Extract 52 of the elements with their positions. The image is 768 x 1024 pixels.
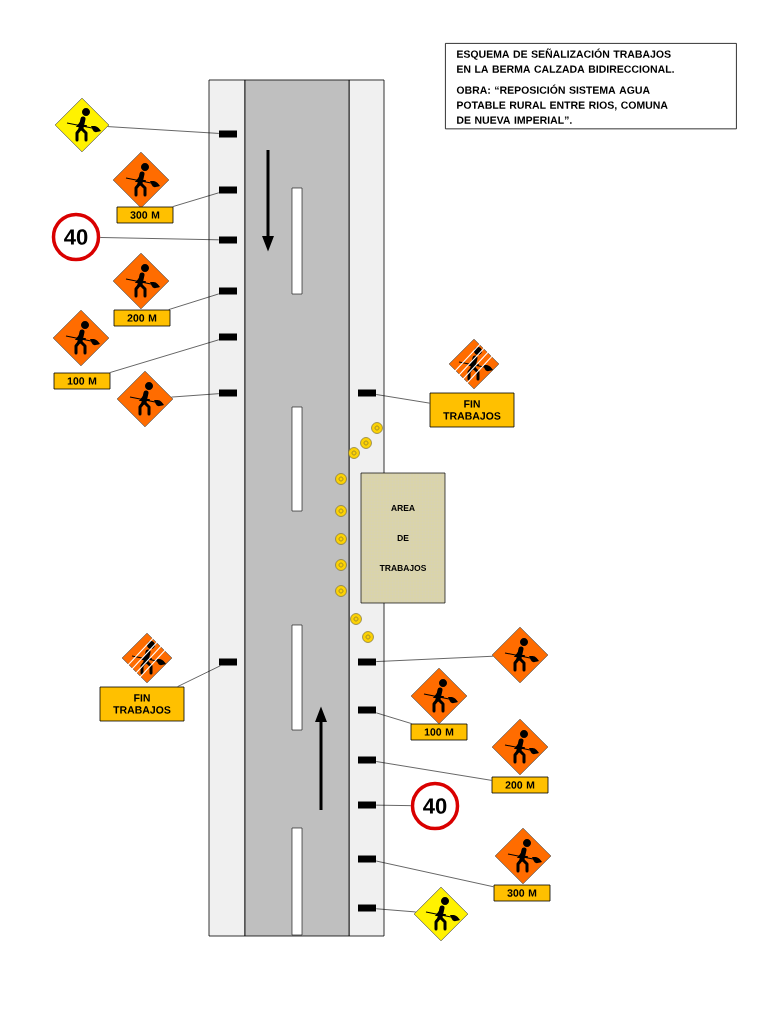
road-sign [494,827,552,885]
leader-line [375,712,412,724]
title-box: ESQUEMA DE SEÑALIZACIÓN TRABAJOS EN LA BERMA CALZADA BIDIRECCIONAL. OBRA: “REPOSICIÓN SISTEMA AGUA POTABLE RURAL ENTRE RIOS, COMUNA DE NUEVA IMPERIAL”. [445,43,737,130]
sign-post-marker [219,130,237,138]
leader-line [375,394,430,404]
road-sign [112,252,170,310]
distance-plate: FIN TRABAJOS [99,686,185,722]
distance-plate: 200 M [113,309,171,327]
sign-post-marker [219,186,237,194]
sign-post-marker [219,287,237,295]
leader-line [109,339,220,373]
distance-plate: 100 M [410,723,468,741]
leader-line [172,192,220,207]
distance-plate: 300 M [116,206,174,224]
road-sign [112,151,170,209]
distance-plate: 100 M [53,372,111,390]
road-sign [116,370,174,428]
sign-post-marker [219,333,237,341]
speed-limit-sign: 40 [51,212,101,262]
road-sign [413,886,469,942]
road-sign [52,309,110,367]
road-sign [410,667,468,725]
sign-post-marker [358,658,376,666]
leader-line [375,804,412,806]
road-sign [54,97,110,153]
road-sign [121,632,173,684]
leader-line [107,126,220,134]
leader-line [375,655,494,662]
road-sign [491,626,549,684]
leader-line [177,665,221,687]
leader-line [375,860,494,888]
distance-plate: FIN TRABAJOS [429,392,515,428]
leader-line [375,908,416,913]
sign-post-marker [358,904,376,912]
road-sign [491,718,549,776]
sign-post-marker [358,756,376,764]
leader-line [171,393,220,398]
leader-line [99,237,220,241]
sign-post-marker [358,855,376,863]
sign-post-marker [219,236,237,244]
sign-post-marker [219,658,237,666]
sign-post-marker [358,706,376,714]
road-sign [448,338,500,390]
sign-post-marker [358,801,376,809]
sign-post-marker [358,389,376,397]
work-area: AREA DE TRABAJOS [360,472,446,604]
distance-plate: 300 M [493,884,551,902]
distance-plate: 200 M [491,776,549,794]
leader-line [375,761,492,781]
speed-limit-sign: 40 [410,781,460,831]
sign-post-marker [219,389,237,397]
leader-line [168,293,220,310]
